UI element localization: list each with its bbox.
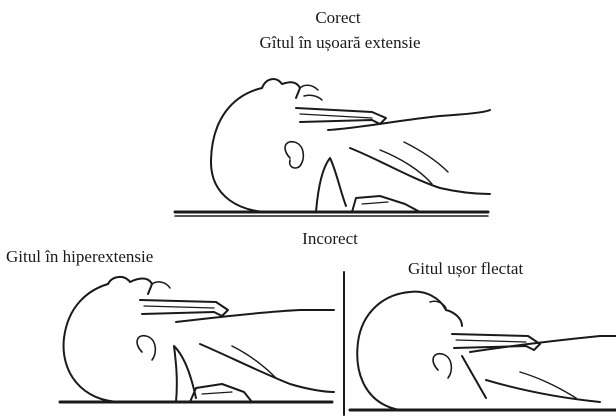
face-outline <box>108 277 152 294</box>
hyperextension-label: Gitul în hiperextensie <box>6 247 153 267</box>
eye-detail <box>152 282 170 288</box>
airway-tube <box>140 300 228 316</box>
airway-tube-inner <box>456 340 526 342</box>
airway-tube-inner <box>300 114 372 118</box>
chin-chest <box>462 356 486 398</box>
ear <box>285 142 303 168</box>
cranium-outline <box>211 88 278 212</box>
ear <box>433 354 451 378</box>
face-outline <box>262 79 300 98</box>
airway-tube-inner <box>144 306 214 308</box>
correct-label: Corect <box>0 8 616 28</box>
incorrect-label: Incorect <box>0 229 616 249</box>
body-lower <box>350 148 490 194</box>
cranium-outline <box>64 284 122 402</box>
face-outline <box>410 292 462 326</box>
slight-flexion-label: Gitul ușor flectat <box>408 259 523 279</box>
correct-description-label: Gîtul în ușoară extensie <box>0 33 616 53</box>
body-lower <box>486 380 600 402</box>
infant-slight-flexion-illustration <box>350 292 616 410</box>
body-outline <box>470 336 616 352</box>
cranium-outline <box>357 292 410 410</box>
infant-hyperextension-illustration <box>60 277 334 402</box>
shoulder-roll-detail <box>202 392 232 394</box>
infant-slight-extension-illustration <box>175 79 490 216</box>
neck-arch <box>316 158 346 212</box>
shoulder-roll-detail <box>362 202 388 204</box>
ear <box>137 336 155 360</box>
eye-detail <box>300 85 322 100</box>
